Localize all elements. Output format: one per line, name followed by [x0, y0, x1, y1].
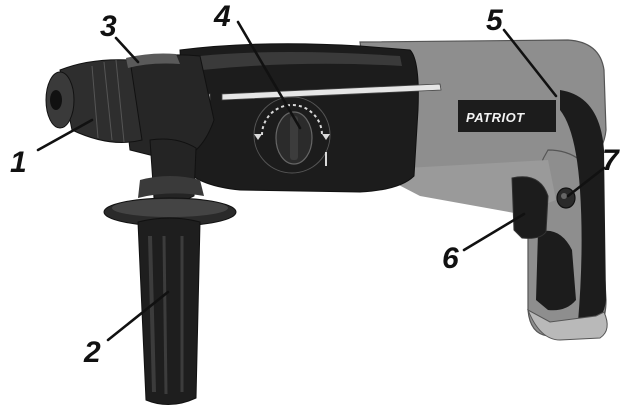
- callout-7: 7: [602, 144, 620, 177]
- leader-lines: [36, 20, 606, 342]
- side-handle-flange: [103, 197, 237, 227]
- leader-7: [566, 166, 606, 198]
- leader-2: [106, 290, 170, 342]
- callout-6: 6: [442, 242, 459, 275]
- leader-5: [502, 28, 558, 98]
- callout-3: 3: [100, 10, 117, 43]
- side-handle-clamp: [138, 138, 204, 202]
- brand-badge: PATRIOT: [458, 100, 556, 132]
- leader-3: [114, 36, 140, 64]
- leader-4: [236, 20, 302, 130]
- trigger-switch: [511, 176, 549, 239]
- mode-selector: [253, 96, 331, 174]
- lock-button: [556, 187, 576, 209]
- callout-labels: 1 2 3 4 5 6 7: [10, 0, 620, 369]
- side-handle-grip: [137, 217, 201, 405]
- callout-2: 2: [83, 336, 101, 369]
- callout-5: 5: [486, 4, 504, 37]
- brand-label: PATRIOT: [466, 110, 525, 125]
- callout-1: 1: [10, 146, 27, 179]
- leader-1: [36, 118, 94, 152]
- chuck-assembly: [45, 53, 215, 161]
- leader-6: [462, 212, 526, 252]
- callout-4: 4: [213, 0, 231, 33]
